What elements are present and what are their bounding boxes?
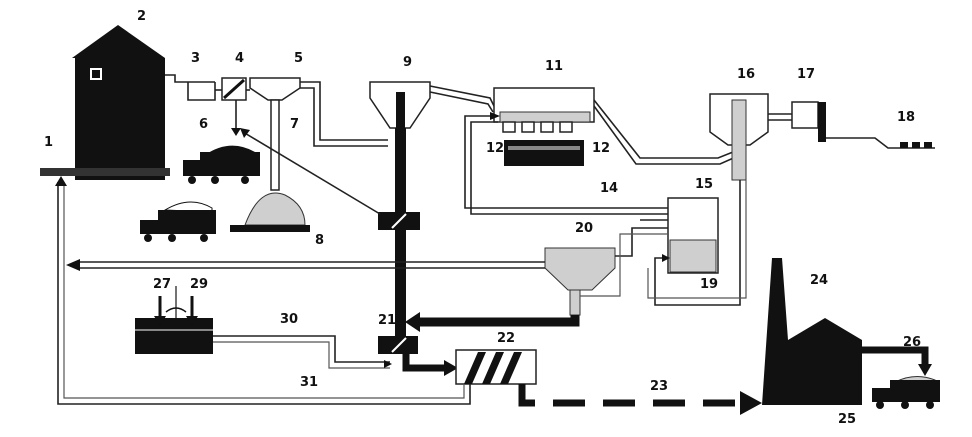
label-4: 4 — [235, 51, 244, 66]
stockpile-8 — [230, 192, 310, 232]
label-9: 9 — [403, 55, 412, 70]
label-14: 14 — [600, 181, 618, 196]
label-18: 18 — [897, 110, 915, 125]
label-12-left: 12 — [486, 141, 504, 156]
truck-lower — [140, 201, 216, 242]
label-11: 11 — [545, 59, 563, 74]
label-17: 17 — [797, 67, 815, 82]
label-24: 24 — [810, 273, 828, 288]
label-26: 26 — [903, 335, 921, 350]
intake-conveyor — [40, 168, 170, 176]
label-27: 27 — [153, 277, 171, 292]
label-3: 3 — [191, 51, 200, 66]
truck-25 — [872, 376, 940, 409]
unit-17 — [791, 101, 826, 142]
label-5: 5 — [294, 51, 303, 66]
diverter-21 — [378, 336, 418, 354]
unit-16 — [709, 93, 769, 181]
label-6: 6 — [199, 117, 208, 132]
label-22: 22 — [497, 331, 515, 346]
label-16: 16 — [737, 67, 755, 82]
label-2: 2 — [137, 9, 146, 24]
hopper-9 — [369, 81, 431, 132]
label-8: 8 — [315, 233, 324, 248]
label-30: 30 — [280, 312, 298, 327]
label-25: 25 — [838, 412, 856, 427]
kiln-22 — [455, 349, 537, 385]
truck-6 — [183, 145, 260, 184]
building — [72, 25, 165, 180]
tank-30 — [135, 318, 213, 354]
label-21: 21 — [378, 313, 396, 328]
label-31: 31 — [300, 375, 318, 390]
label-20: 20 — [575, 221, 593, 236]
label-12-right: 12 — [592, 141, 610, 156]
unit-4 — [221, 77, 247, 101]
tank-15 — [667, 197, 719, 274]
conveyor-18 — [826, 137, 935, 149]
factory-24 — [762, 258, 862, 405]
thickener-20 — [544, 247, 616, 316]
label-23: 23 — [650, 379, 668, 394]
label-7: 7 — [290, 117, 299, 132]
unit-3 — [187, 81, 216, 101]
diverter-upper — [378, 212, 420, 230]
unit-11 — [493, 87, 595, 166]
unit-5 — [249, 77, 301, 191]
label-1: 1 — [44, 135, 53, 150]
label-19: 19 — [700, 277, 718, 292]
inputs-27-29 — [154, 286, 198, 326]
label-15: 15 — [695, 177, 713, 192]
label-29: 29 — [190, 277, 208, 292]
